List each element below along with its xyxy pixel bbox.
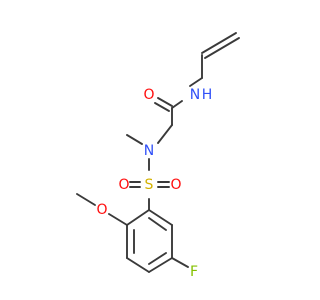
bond-ring-c4-c5-inner — [148, 252, 167, 265]
atom-oxygen-sulfonyl-left: O — [118, 177, 129, 193]
bond-ring-c1-c2 — [126, 209, 150, 226]
molecule-structure: O N H N S O O O F — [76, 32, 240, 280]
atom-labels: O N H N S O O O F — [96, 87, 212, 280]
atom-hydrogen-amide: H — [202, 87, 213, 103]
bond-n-methyl — [126, 134, 143, 145]
bond-vinyl-double-b — [204, 37, 240, 59]
bond-ring-o-methoxy — [108, 213, 128, 226]
bond-methoxy-methyl — [76, 193, 96, 206]
atom-fluorine: F — [190, 264, 198, 280]
bond-ring-fluorine — [171, 257, 189, 268]
bond-allyl-nh — [189, 77, 203, 87]
bond-ring-c6-c1 — [148, 209, 173, 226]
bond-carbonyl-double-a — [157, 97, 173, 107]
bond-nh-carbonyl — [171, 100, 183, 109]
bond-carbonyl-double-b — [154, 102, 170, 112]
bond-vinyl-double-a — [201, 32, 237, 54]
atom-sulfur: S — [145, 177, 154, 193]
bond-ring-c3-c4 — [126, 257, 150, 273]
atom-oxygen-carbonyl: O — [143, 87, 154, 103]
atom-nitrogen-amide: N — [190, 87, 200, 103]
bonds — [76, 32, 240, 273]
bond-ring-c6-c1-inner — [148, 217, 167, 231]
atom-nitrogen-sulfonamide: N — [144, 143, 154, 159]
atom-oxygen-methoxy: O — [96, 202, 107, 218]
atom-oxygen-sulfonyl-right: O — [170, 177, 181, 193]
bond-ring-c4-c5 — [148, 257, 173, 273]
bond-ch2-n — [157, 124, 173, 144]
